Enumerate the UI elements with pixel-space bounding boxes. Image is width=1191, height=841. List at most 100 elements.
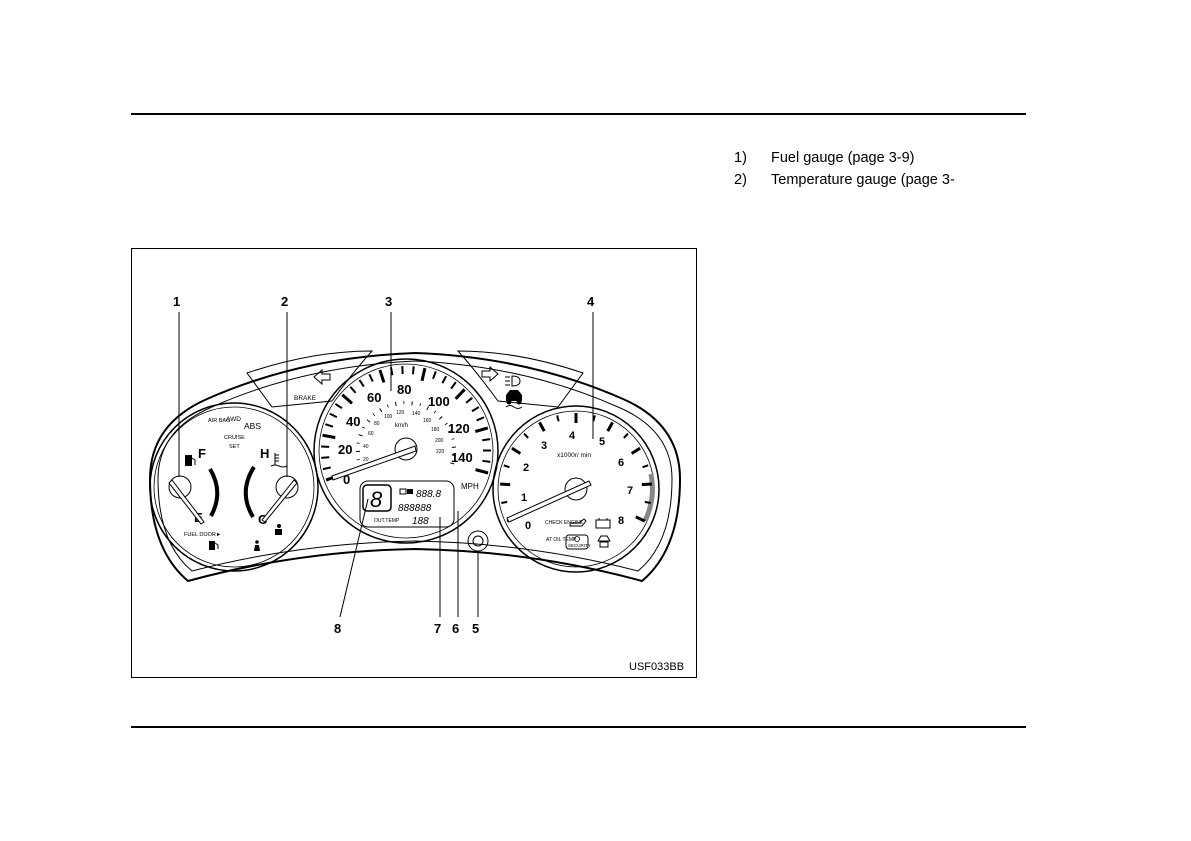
tachometer-tick [636, 517, 645, 521]
tachometer-tick [524, 434, 528, 438]
speedometer-kmh-tick [434, 411, 436, 413]
speedometer-tick [342, 395, 352, 404]
tachometer-tick [642, 484, 652, 485]
tachometer-redline [645, 474, 652, 521]
callout-8: 8 [334, 621, 341, 636]
speedometer-tick [323, 467, 331, 469]
speedometer-kmh-tick [395, 402, 396, 406]
mph-label-40: 40 [346, 414, 360, 429]
kmh-label-120: 120 [396, 410, 405, 416]
tachometer-tick [557, 415, 558, 421]
mph-label-100: 100 [428, 394, 450, 409]
footer-rule [131, 726, 1026, 728]
tach-label-1: 1 [521, 492, 527, 504]
kmh-label-60: 60 [368, 431, 374, 437]
speedometer-kmh-tick [380, 409, 382, 412]
speedometer-tick [325, 424, 333, 427]
speedometer-tick [330, 414, 337, 418]
speedometer-tick [433, 371, 436, 378]
tachometer-tick [632, 448, 640, 453]
tach-label-2: 2 [523, 462, 529, 474]
tachometer-tick [539, 422, 544, 431]
kmh-label-140: 140 [412, 411, 421, 417]
tach-label-4: 4 [569, 430, 576, 442]
speedometer-kmh-tick [357, 459, 360, 460]
speedometer-tick [477, 417, 484, 420]
temp-hot-label: H [260, 446, 269, 461]
tachometer-tick [500, 484, 510, 485]
speedometer-kmh-tick [452, 439, 455, 440]
kmh-label-160: 160 [423, 418, 432, 424]
cruise-indicator: CRUISE [224, 435, 245, 441]
low-fuel-icon [209, 541, 218, 550]
tachometer: 0 1 2 3 4 5 6 7 8 x1000r/ min CHECK ENGI… [493, 406, 659, 572]
callout-3: 3 [385, 294, 392, 309]
speedometer-tick [380, 370, 384, 382]
out-temp-label: OUT.TEMP [374, 518, 400, 524]
set-indicator: SET [229, 444, 240, 450]
speedometer: 0 20 40 60 80 100 120 140 20 40 60 80 10… [314, 359, 498, 543]
mph-label-140: 140 [451, 450, 473, 465]
speedometer-tick [322, 435, 335, 437]
speedometer-tick [350, 387, 355, 393]
kmh-label-100: 100 [384, 414, 393, 420]
tach-label-0: 0 [525, 520, 531, 532]
speedometer-tick [482, 461, 490, 462]
mph-label-60: 60 [367, 390, 381, 405]
speedometer-kmh-tick [359, 435, 363, 436]
instrument-cluster-figure: BRAKE AIR BAG AWD ABS CRUISE SET F E FUE… [131, 248, 697, 678]
speedometer-kmh-tick [373, 414, 375, 416]
speedometer-kmh-tick [420, 403, 421, 406]
coolant-temp-icon [271, 453, 287, 467]
kmh-unit-label: km/h [395, 423, 408, 429]
tachometer-tick [501, 502, 507, 503]
speedometer-kmh-tick [412, 401, 413, 405]
speedometer-kmh-tick [362, 427, 365, 428]
mph-label-80: 80 [397, 382, 411, 397]
right-turn-arrow-icon [482, 367, 498, 381]
header-rule [131, 113, 1026, 115]
trip-meter-icon [400, 489, 406, 494]
speedometer-tick [482, 439, 490, 440]
brake-indicator: BRAKE [294, 395, 317, 402]
speedometer-tick [321, 457, 329, 458]
headlight-icon [505, 376, 520, 386]
outside-temp-display: 188 [412, 516, 429, 527]
tach-label-5: 5 [599, 436, 605, 448]
kmh-label-220: 220 [436, 449, 445, 455]
speedometer-tick [475, 428, 488, 432]
callout-4: 4 [587, 294, 595, 309]
speedometer-tick [422, 368, 425, 381]
traction-control-icon [506, 390, 522, 409]
speedometer-tick [413, 366, 414, 374]
speedometer-tick [476, 470, 489, 473]
speedometer-kmh-tick [439, 416, 442, 419]
mph-label-120: 120 [448, 421, 470, 436]
tach-unit-label: x1000r/ min [557, 452, 591, 459]
seatbelt-warning-icon [275, 524, 282, 535]
speedometer-kmh-tick [367, 420, 370, 422]
callout-1: 1 [173, 294, 180, 309]
speedometer-tick [466, 398, 472, 403]
legend-item-fuel-gauge: 1)Fuel gauge (page 3-9) [734, 147, 955, 169]
gear-position-digit: 8 [370, 487, 383, 512]
tach-label-3: 3 [541, 440, 547, 452]
figure-code: USF033BB [629, 661, 684, 673]
legend-list: 1)Fuel gauge (page 3-9) 2)Temperature ga… [734, 147, 955, 191]
fuel-pump-icon [185, 455, 195, 466]
tachometer-tick [504, 465, 510, 467]
speedometer-tick [359, 380, 363, 387]
legend-item-temperature-gauge: 2)Temperature gauge (page 3- [734, 169, 955, 191]
kmh-label-200: 200 [435, 438, 444, 444]
speedometer-tick [451, 382, 456, 388]
tachometer-needle [507, 481, 591, 522]
tachometer-tick [643, 465, 649, 467]
callout-2: 2 [281, 294, 288, 309]
tachometer-tick [512, 448, 520, 453]
odometer-display: 888888 [398, 503, 432, 514]
fuel-gauge-arc [210, 469, 217, 516]
speedometer-tick [335, 404, 342, 408]
battery-icon [596, 518, 610, 528]
tach-label-8: 8 [618, 515, 624, 527]
speedometer-tick [472, 407, 479, 411]
